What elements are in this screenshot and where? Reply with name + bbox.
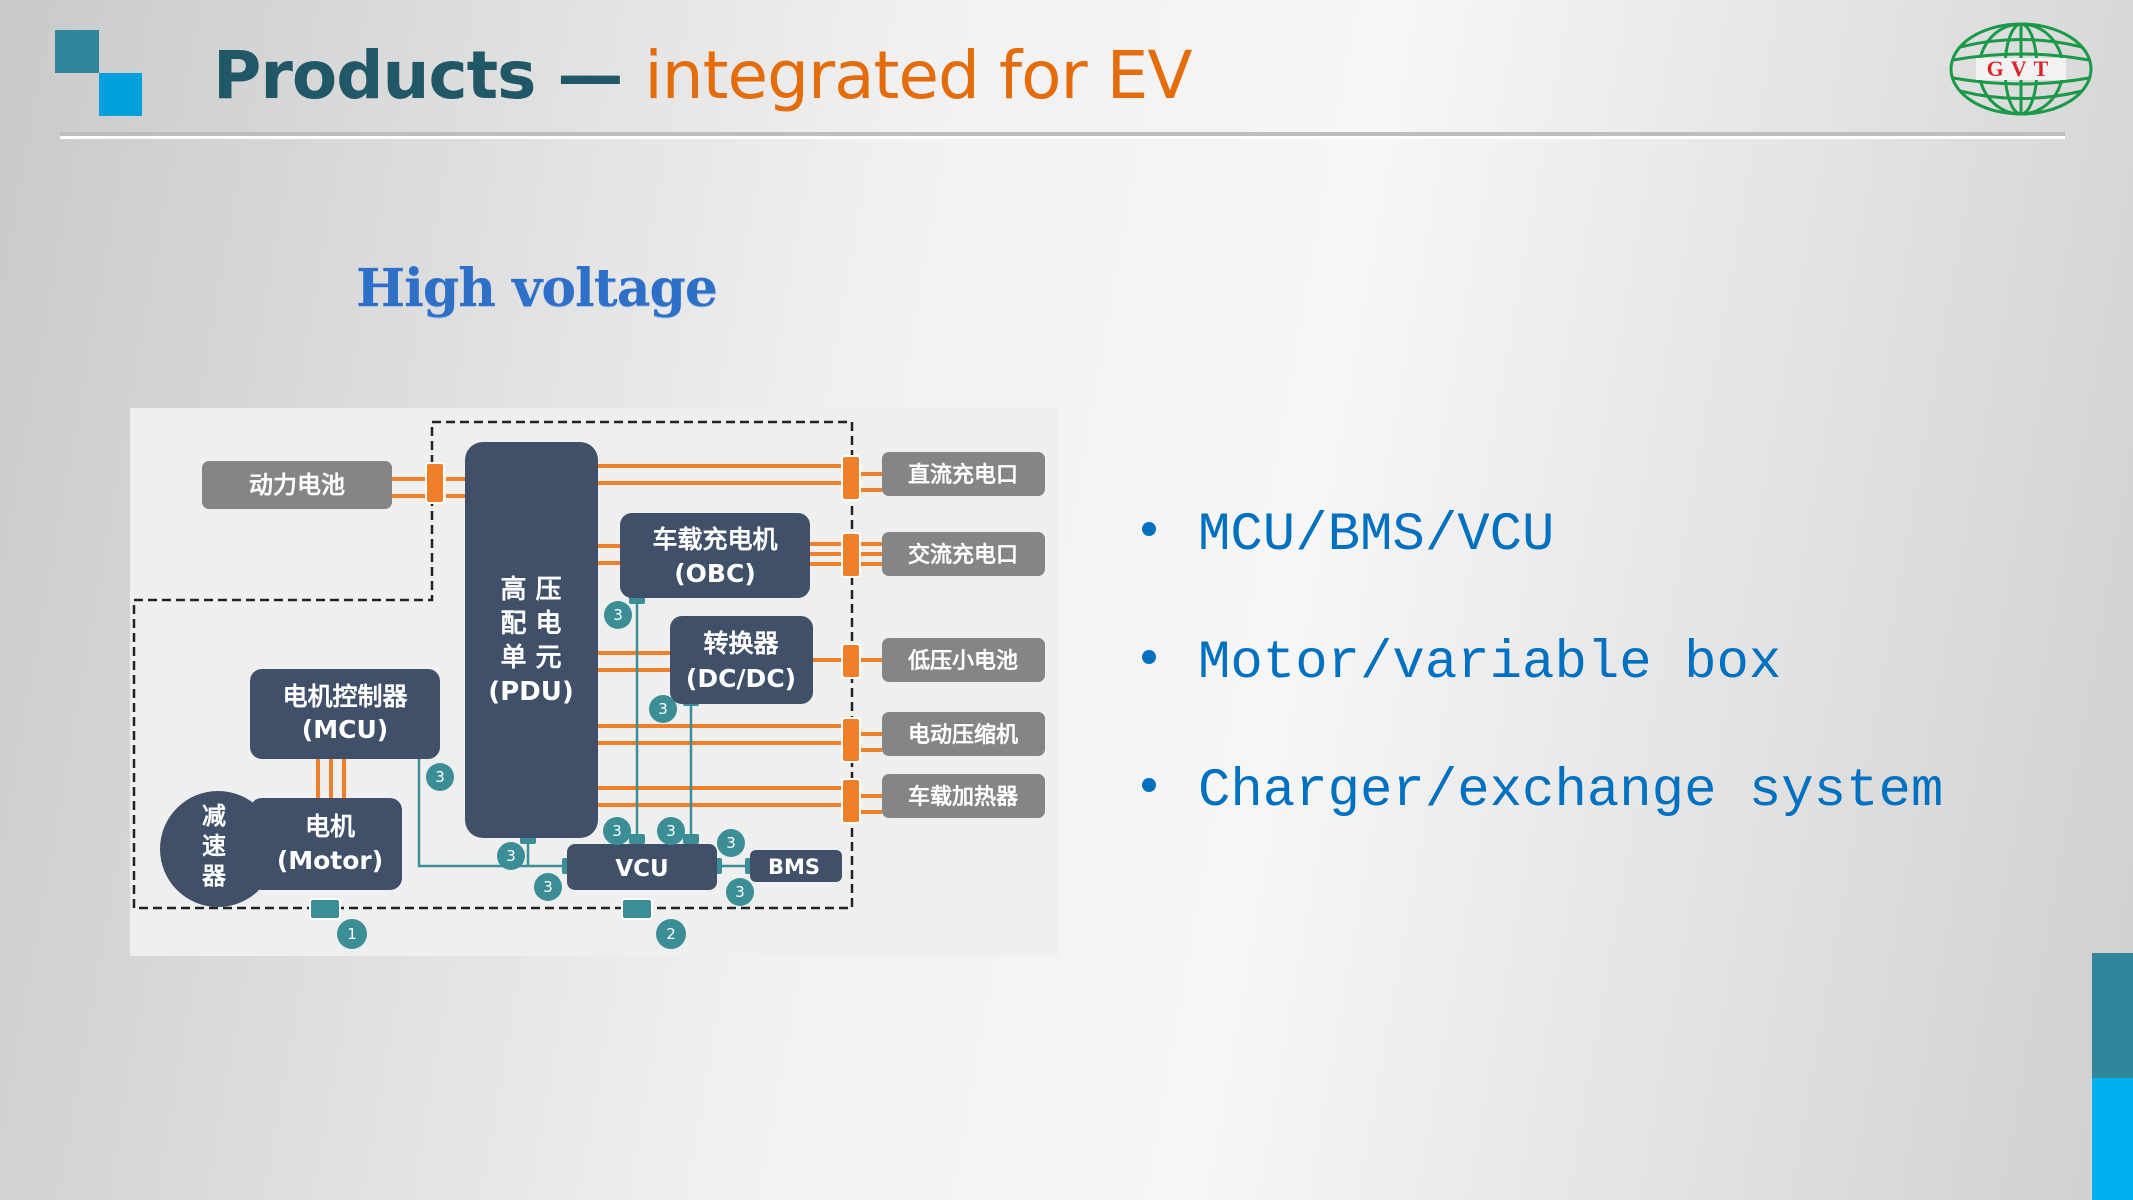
pdu-box: 高 压 配 电 单 元 (PDU) bbox=[465, 442, 598, 838]
header-divider-right-highlight bbox=[1065, 136, 2065, 139]
bullet-dot-icon bbox=[1142, 521, 1156, 536]
reducer-label-2: 速 bbox=[202, 832, 226, 860]
bullet-item: Motor/variable box bbox=[1142, 633, 1781, 694]
gvt-logo-text: GVT bbox=[1987, 56, 2056, 81]
reducer-label-3: 器 bbox=[201, 862, 227, 890]
motor-box: 电机 (Motor) bbox=[250, 798, 402, 890]
onboard-heater-label: 车载加热器 bbox=[908, 784, 1019, 810]
badge-3: 3 bbox=[506, 847, 516, 865]
e-compressor-label: 电动压缩机 bbox=[908, 722, 1018, 748]
section-heading: High voltage bbox=[356, 258, 718, 319]
badge-3: 3 bbox=[735, 883, 745, 901]
mcu-label-cn: 电机控制器 bbox=[282, 682, 408, 711]
vcu-box: VCU bbox=[567, 844, 717, 890]
bullet-text: MCU/BMS/VCU bbox=[1198, 505, 1555, 566]
diag-connectors bbox=[309, 898, 653, 920]
ev-high-voltage-diagram: 动力电池 直流充电口 交流充电口 低压小电池 电动压缩机 车载加热器 高 压 配… bbox=[130, 408, 1058, 956]
badge-3: 3 bbox=[666, 822, 676, 840]
side-accent-dark bbox=[2092, 953, 2133, 1078]
corner-logo-square-dark bbox=[55, 30, 99, 73]
side-accent-light bbox=[2092, 1078, 2133, 1200]
bullet-dot-icon bbox=[1142, 649, 1156, 664]
hv-wiring bbox=[316, 464, 882, 814]
bms-label: BMS bbox=[768, 855, 820, 879]
vehicle-boundary bbox=[132, 420, 854, 910]
dcdc-box: 转换器 (DC/DC) bbox=[670, 616, 813, 704]
header-divider-highlight bbox=[60, 136, 1065, 139]
power-battery-label: 动力电池 bbox=[249, 471, 345, 499]
pdu-label-line-1: 高 压 bbox=[500, 574, 561, 605]
badge-3: 3 bbox=[612, 822, 622, 840]
title-main: Products bbox=[213, 37, 536, 114]
numbered-badges: 1 2 3 3 3 3 3 3 3 3 3 bbox=[337, 601, 754, 949]
badge-3: 3 bbox=[658, 700, 668, 718]
motor-label-cn: 电机 bbox=[305, 812, 355, 841]
badge-2: 2 bbox=[666, 925, 676, 943]
mcu-box: 电机控制器 (MCU) bbox=[250, 669, 440, 759]
badge-3: 3 bbox=[543, 878, 553, 896]
lv-battery-label: 低压小电池 bbox=[907, 649, 1018, 674]
pdu-label-line-4: (PDU) bbox=[488, 677, 574, 707]
header-divider bbox=[60, 132, 1065, 138]
bullet-item: MCU/BMS/VCU bbox=[1142, 505, 1554, 566]
power-battery-box: 动力电池 bbox=[202, 461, 392, 509]
badge-1: 1 bbox=[347, 925, 357, 943]
badge-3: 3 bbox=[726, 834, 736, 852]
badge-3: 3 bbox=[435, 768, 445, 786]
page-title: Products — integrated for EV bbox=[213, 36, 1192, 116]
vcu-label: VCU bbox=[615, 856, 668, 882]
bullet-text: Charger/exchange system bbox=[1198, 761, 1944, 822]
bullet-dot-icon bbox=[1142, 777, 1156, 792]
dcdc-label-en: (DC/DC) bbox=[686, 664, 796, 693]
hv-connectors bbox=[425, 455, 861, 824]
obc-label-cn: 车载充电机 bbox=[652, 525, 777, 554]
obc-box: 车载充电机 (OBC) bbox=[620, 513, 810, 598]
reducer-circle: 减 速 器 bbox=[160, 791, 276, 907]
gvt-globe-logo: GVT bbox=[1949, 22, 2093, 116]
mcu-label-en: (MCU) bbox=[302, 715, 388, 744]
external-right-boxes: 直流充电口 交流充电口 低压小电池 电动压缩机 车载加热器 bbox=[882, 452, 1045, 818]
bullet-text: Motor/variable box bbox=[1198, 633, 1782, 694]
reducer-label-1: 减 bbox=[202, 802, 226, 830]
ac-charge-port-label: 交流充电口 bbox=[908, 542, 1018, 568]
pdu-label-line-3: 单 元 bbox=[500, 643, 561, 673]
badge-3: 3 bbox=[613, 606, 623, 624]
pdu-label-line-2: 配 电 bbox=[500, 609, 561, 639]
dcdc-label-cn: 转换器 bbox=[703, 629, 779, 658]
obc-label-en: (OBC) bbox=[674, 559, 756, 588]
dc-charge-port-label: 直流充电口 bbox=[908, 462, 1018, 488]
header-divider-right bbox=[1065, 132, 2065, 138]
title-separator: — bbox=[535, 37, 645, 114]
motor-label-en: (Motor) bbox=[277, 846, 383, 875]
corner-logo-square-light bbox=[99, 73, 142, 116]
bullet-item: Charger/exchange system bbox=[1142, 761, 1943, 822]
bms-box: BMS bbox=[750, 850, 842, 882]
title-subtitle: integrated for EV bbox=[644, 37, 1192, 114]
